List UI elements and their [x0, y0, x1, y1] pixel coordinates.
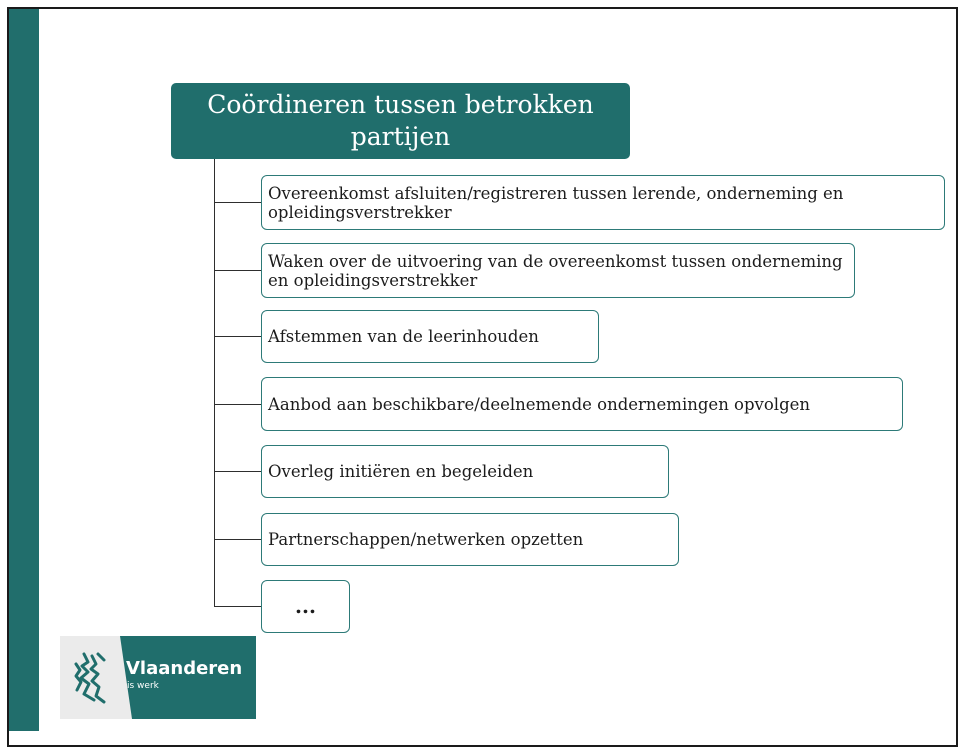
logo-tagline: is werk: [127, 681, 159, 691]
list-item: Afstemmen van de leerinhouden: [261, 310, 599, 363]
list-item: Aanbod aan beschikbare/deelnemende onder…: [261, 377, 903, 431]
logo-wordmark: Vlaanderen: [126, 658, 243, 679]
connector-trunk: [214, 159, 215, 607]
diagram-title: Coördineren tussen betrokken partijen: [171, 83, 630, 159]
list-item: Overleg initiëren en begeleiden: [261, 445, 669, 498]
list-item: Waken over de uitvoering van de overeenk…: [261, 243, 855, 298]
connector-branch: [214, 606, 262, 607]
connector-branch: [214, 202, 262, 203]
connector-branch: [214, 270, 262, 271]
list-item: Overeenkomst afsluiten/registreren tusse…: [261, 175, 945, 230]
vlaanderen-logo: Vlaanderen is werk: [60, 636, 256, 719]
connector-branch: [214, 471, 262, 472]
list-item-ellipsis: ...: [261, 580, 350, 633]
list-item: Partnerschappen/netwerken opzetten: [261, 513, 679, 566]
left-accent-bar: [9, 9, 39, 731]
connector-branch: [214, 336, 262, 337]
connector-branch: [214, 404, 262, 405]
flemish-lion-icon: [74, 652, 106, 704]
logo-teal-panel: [120, 636, 256, 719]
connector-branch: [214, 539, 262, 540]
